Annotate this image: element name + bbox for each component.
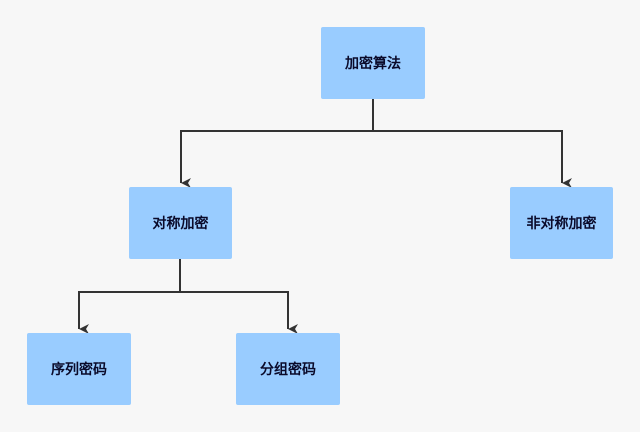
node-label: 加密算法 — [345, 56, 401, 72]
node-label: 对称加密 — [152, 216, 209, 232]
node-label: 非对称加密 — [526, 216, 597, 232]
node-symmetric-encryption[interactable]: 对称加密 — [129, 187, 232, 259]
edge-root-to-sym — [180, 99, 374, 188]
node-encryption-algorithm[interactable]: 加密算法 — [321, 27, 425, 99]
node-label: 分组密码 — [260, 362, 316, 378]
edge-root-to-asym — [373, 130, 572, 188]
node-stream-cipher[interactable]: 序列密码 — [27, 333, 131, 405]
edge-sym-to-seq — [78, 259, 181, 334]
node-asymmetric-encryption[interactable]: 非对称加密 — [510, 187, 613, 259]
node-block-cipher[interactable]: 分组密码 — [236, 333, 340, 405]
edge-sym-to-blk — [180, 291, 298, 334]
node-label: 序列密码 — [51, 362, 107, 378]
